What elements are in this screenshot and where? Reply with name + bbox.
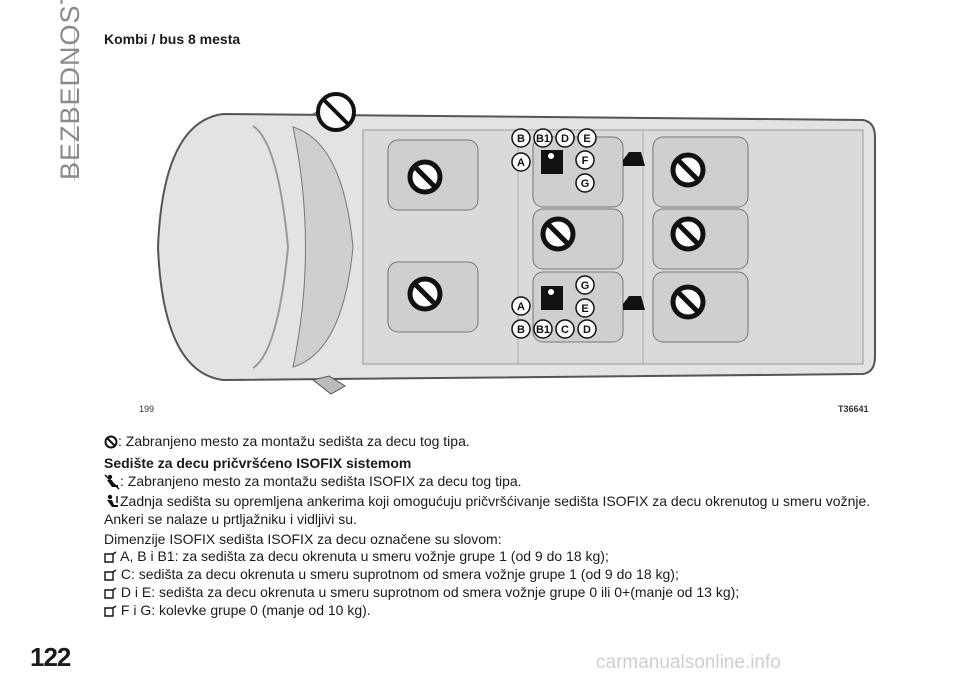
van-seating-diagram: B B1 D E A F G G E A B B1 C D [156,92,876,395]
legend-anchor-line: Zadnja sedišta su opremljena ankerima ko… [104,492,870,510]
svg-text:A: A [517,157,525,169]
isofix-child-seat-icon [104,474,120,490]
section-title: BEZBEDNOST [55,0,85,180]
svg-text:G: G [581,178,590,190]
svg-text:C: C [561,324,569,336]
svg-text:D: D [583,324,591,336]
svg-text:B1: B1 [536,324,550,336]
list-item: A, B i B1: za sedišta za decu okrenuta u… [104,547,609,565]
anchor-icon [107,495,118,508]
svg-text:D: D [561,133,569,145]
legend-prohibited-line: : Zabranjeno mesto za montažu sedišta za… [104,432,470,450]
legend-isofix-line: : Zabranjeno mesto za montažu sedišta IS… [104,472,522,490]
svg-text:B1: B1 [536,133,550,145]
figure-code: T36641 [838,404,869,414]
list-item: F i G: kolevke grupe 0 (manje od 10 kg). [104,601,371,619]
svg-text:F: F [582,155,589,167]
figure-number: 199 [139,404,155,414]
svg-text:B: B [517,133,525,145]
watermark: carmanualsonline.info [596,652,781,673]
side-rule [74,30,75,180]
page-number: 122 [30,642,71,672]
isofix-heading: Sedište za decu pričvršćeno ISOFIX siste… [104,455,412,471]
svg-text:B: B [517,324,525,336]
legend-isofix-text: : Zabranjeno mesto za montažu sedišta IS… [120,473,522,489]
checkbox-bullet-icon [104,587,117,599]
legend-prohibited-text: : Zabranjeno mesto za montažu sedišta za… [118,433,470,449]
svg-text:A: A [517,301,525,313]
checkbox-bullet-icon [104,605,117,617]
checkbox-bullet-icon [104,551,117,563]
svg-text:E: E [581,303,588,315]
list-item: C: sedišta za decu okrenuta u smeru supr… [104,565,679,583]
list-item: D i E: sedišta za decu okrenuta u smeru … [104,583,739,601]
svg-text:E: E [583,133,590,145]
svg-text:G: G [581,280,590,292]
prohibited-icon [104,435,118,449]
dims-intro: Dimenzije ISOFIX sedišta ISOFIX za decu … [104,531,502,547]
legend-anchor-text-2: Ankeri se nalaze u prtljažniku i vidljiv… [104,511,357,527]
checkbox-bullet-icon [104,569,117,581]
legend-anchor-text: Zadnja sedišta su opremljena ankerima ko… [120,493,871,509]
page-heading: Kombi / bus 8 mesta [104,31,241,47]
